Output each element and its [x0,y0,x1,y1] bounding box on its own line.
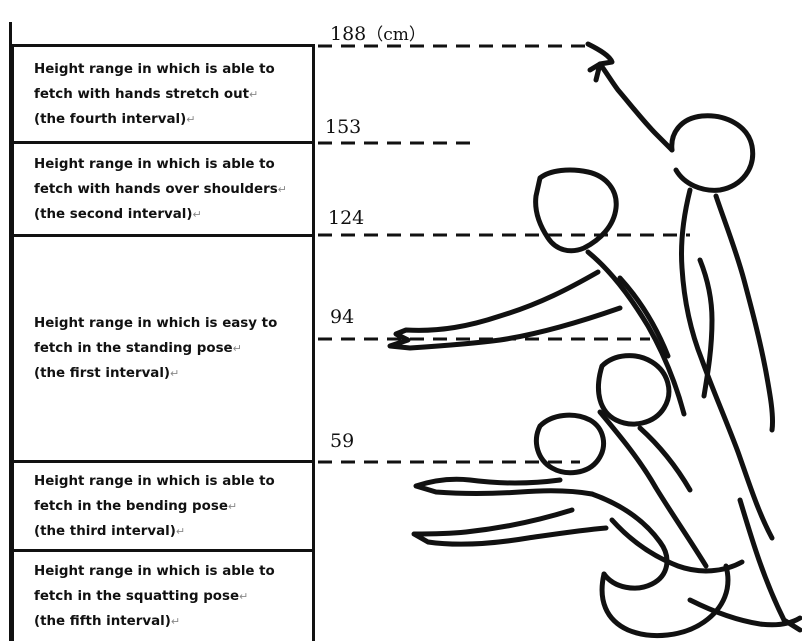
standing-figure-head [672,116,753,191]
leaning-figure-head [536,170,617,251]
squatting-figure-arm-upper [416,479,592,494]
reaching-up-arm [588,44,672,150]
bending-figure-head [598,356,668,424]
squatting-figure-head [536,415,603,472]
standing-figure-body [681,190,772,538]
leaning-figure-arm [390,272,620,348]
squatting-figure-arm-lower [414,510,606,544]
